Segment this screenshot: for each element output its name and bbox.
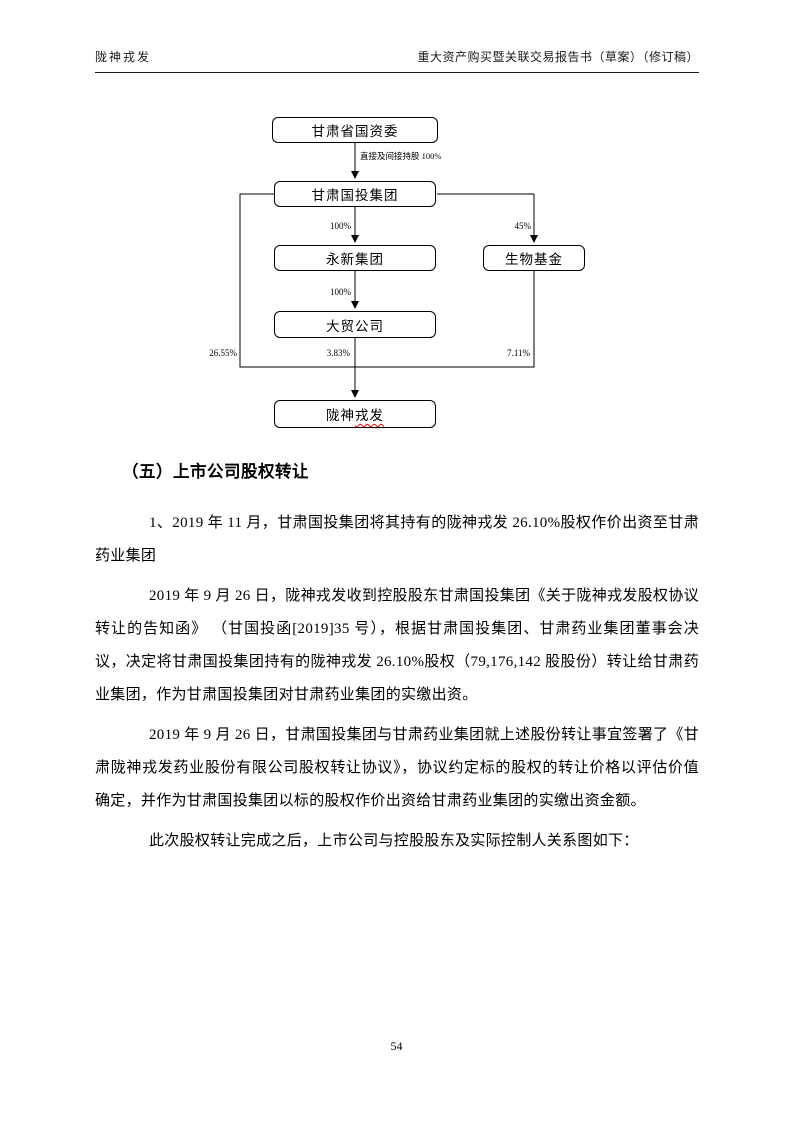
longshen-label-part2: 戎发 xyxy=(355,408,384,423)
diagram-node-yongxin-group: 永新集团 xyxy=(274,245,436,271)
paragraph: 2019 年 9 月 26 日，陇神戎发收到控股股东甘肃国投集团《关于陇神戎发股… xyxy=(95,588,699,703)
diagram-node-gansu-sasac: 甘肃省国资委 xyxy=(272,117,438,143)
page-footer: 54 xyxy=(0,1039,793,1054)
page-number: 54 xyxy=(390,1039,403,1053)
diagram-node-damao-company: 大贸公司 xyxy=(274,311,436,338)
page-header: 陇神戎发 重大资产购买暨关联交易报告书（草案）（修订稿） xyxy=(95,48,699,73)
document-body: （五）上市公司股权转让 1、2019 年 11 月，甘肃国投集团将其持有的陇神戎… xyxy=(95,458,699,865)
diagram-node-longshen-rongfa: 陇神戎发 xyxy=(274,400,436,428)
paragraph: 2019 年 9 月 26 日，甘肃国投集团与甘肃药业集团就上述股份转让事宜签署… xyxy=(95,727,699,809)
edge-label-guotou-yongxin-100: 100% xyxy=(330,221,351,231)
diagram-node-bio-fund: 生物基金 xyxy=(483,245,585,271)
diagram-node-gansu-guotou-group: 甘肃国投集团 xyxy=(274,181,436,207)
diagram-connectors xyxy=(239,143,538,398)
section-heading: （五）上市公司股权转让 xyxy=(122,463,309,481)
paragraph: 此次股权转让完成之后，上市公司与控股股东及实际控制人关系图如下： xyxy=(149,833,639,849)
edge-label-biofund-longshen-711: 7.11% xyxy=(507,348,530,358)
edge-label-damao-longshen-383: 3.83% xyxy=(326,348,350,358)
paragraph: 1、2019 年 11 月，甘肃国投集团将其持有的陇神戎发 26.10%股权作价… xyxy=(95,515,699,564)
edge-label-guotou-longshen-2655: 26.55% xyxy=(209,348,237,358)
edge-label-yongxin-damao-100: 100% xyxy=(330,287,351,297)
header-report-title: 重大资产购买暨关联交易报告书（草案）（修订稿） xyxy=(417,50,699,64)
longshen-label-part1: 陇神 xyxy=(326,408,355,423)
edge-label-direct-indirect-100: 直接及间接持股 100% xyxy=(360,151,442,161)
edge-label-guotou-biofund-45: 45% xyxy=(514,221,532,231)
ownership-structure-diagram: 甘肃省国资委 甘肃国投集团 永新集团 生物基金 大贸公司 陇神戎发 直接及间接持… xyxy=(0,0,793,460)
header-company-name: 陇神戎发 xyxy=(95,50,152,64)
